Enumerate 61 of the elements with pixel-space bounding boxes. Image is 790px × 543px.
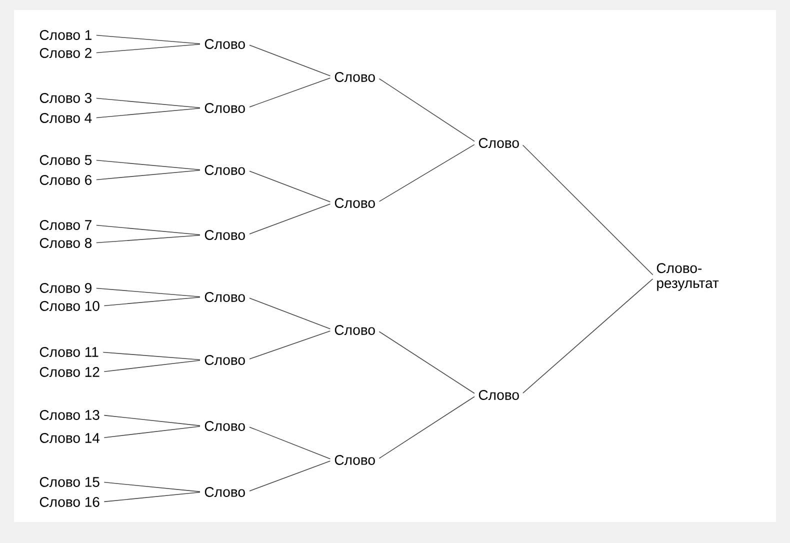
- word-label: Слово: [334, 325, 375, 335]
- word-label: Слово 11: [40, 347, 98, 357]
- word-label: Слово 7: [40, 220, 92, 230]
- connector-line: [522, 144, 654, 276]
- connector-line: [96, 224, 200, 236]
- word-label: Слово: [334, 198, 375, 208]
- word-label: Слово 5: [40, 155, 92, 165]
- word-label: Слово: [204, 165, 245, 175]
- word-label: Слово 3: [40, 93, 92, 103]
- connector-line: [96, 234, 200, 244]
- word-label: Слово 2: [40, 48, 92, 58]
- word-label: Слово: [204, 230, 245, 240]
- connector-line: [378, 144, 475, 202]
- word-label: Слово 10: [40, 301, 100, 311]
- word-label: Слово: [334, 455, 375, 465]
- word-label: Слово: [204, 487, 245, 497]
- connector-line: [96, 170, 200, 180]
- word-label: Слово 8: [40, 238, 92, 248]
- connector-line: [249, 330, 331, 360]
- word-label: Слово 6: [40, 175, 92, 185]
- word-label: Слово 9: [40, 283, 92, 293]
- word-label: Слово 13: [40, 410, 100, 420]
- word-label: Слово 15: [40, 477, 100, 487]
- word-label: Слово: [204, 103, 245, 113]
- word-label: Слово: [204, 355, 245, 365]
- connector-line: [249, 78, 331, 108]
- word-label: Слово: [204, 39, 245, 49]
- word-label: Слово: [204, 292, 245, 302]
- connector-line: [249, 426, 331, 460]
- connector-line: [104, 492, 200, 502]
- connector-line: [104, 426, 200, 438]
- connector-line: [96, 288, 200, 298]
- word-label: Слово 4: [40, 113, 92, 123]
- connector-line: [104, 482, 200, 492]
- word-label: Слово-результат: [656, 263, 719, 291]
- connector-line: [378, 78, 475, 142]
- word-label: Слово: [478, 390, 519, 400]
- connector-line: [96, 160, 200, 170]
- connector-line: [249, 460, 331, 492]
- word-label: Слово 14: [40, 433, 100, 443]
- connector-line: [249, 298, 331, 330]
- connector-line: [378, 331, 475, 394]
- connector-line: [522, 278, 654, 394]
- connector-line: [249, 44, 331, 76]
- connector-line: [249, 204, 331, 234]
- connector-line: [104, 360, 200, 372]
- connector-line: [96, 108, 200, 118]
- connector-line: [96, 34, 200, 44]
- connector-line: [102, 352, 200, 360]
- connector-line: [378, 396, 475, 459]
- connector-line: [104, 414, 200, 426]
- connector-line: [96, 44, 200, 54]
- word-label: Слово: [334, 72, 375, 82]
- connector-line: [104, 296, 200, 306]
- word-label: Слово 12: [40, 367, 100, 377]
- word-label: Слово: [204, 421, 245, 431]
- word-label: Слово 1: [40, 30, 92, 40]
- word-label: Слово 16: [40, 497, 100, 507]
- connector-line: [249, 170, 331, 202]
- connector-line: [96, 98, 200, 108]
- word-label: Слово: [478, 138, 519, 148]
